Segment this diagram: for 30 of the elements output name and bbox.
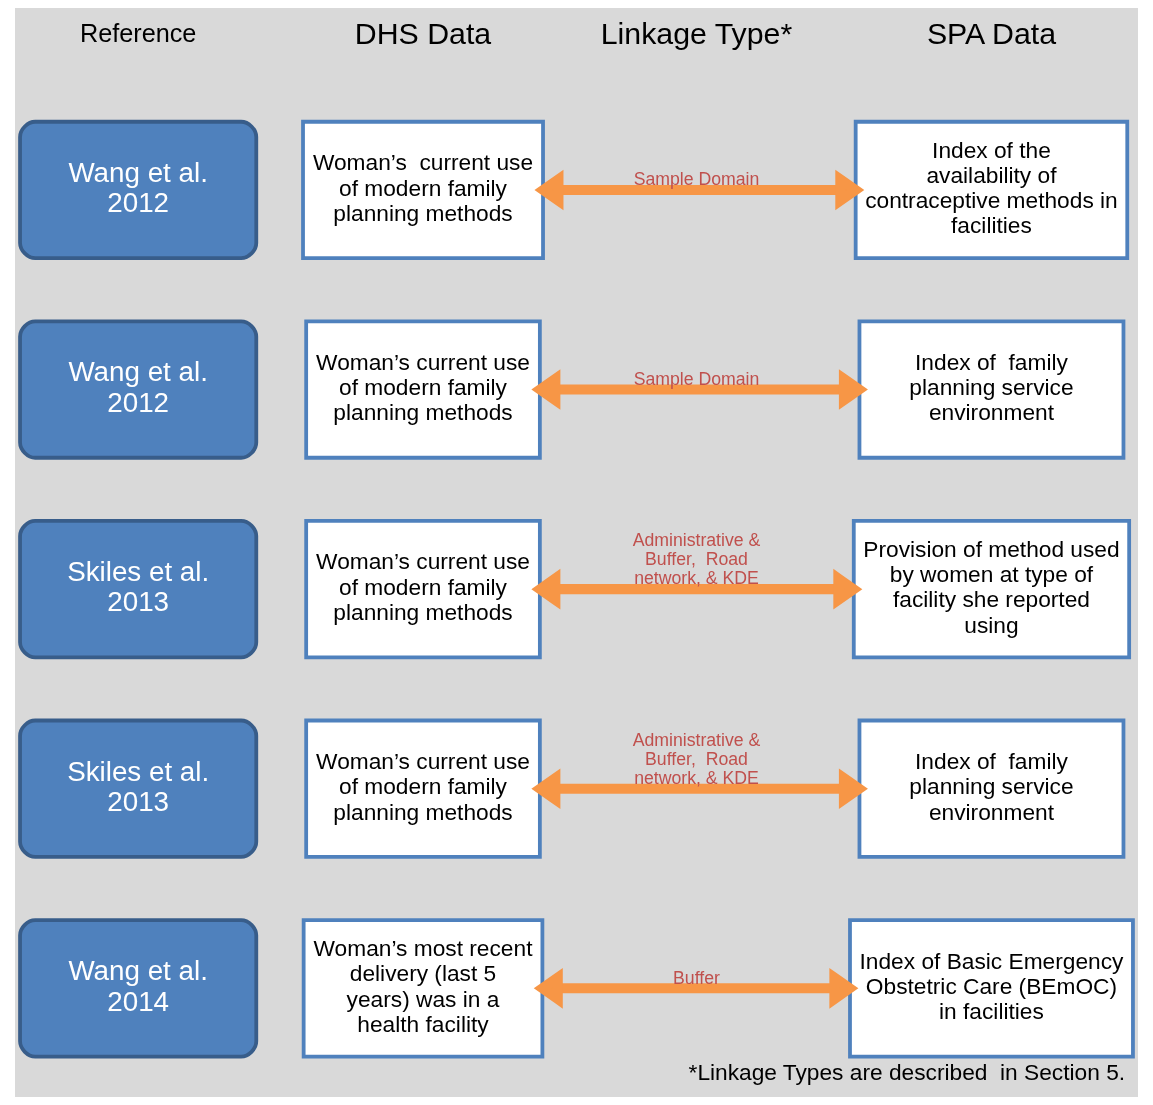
node-box: Index of Basic Emergency Obstetric Care (BEmOC) in facilities — [848, 918, 1135, 1059]
node-box: Index of the availability of contraceptive methods in facilities — [853, 119, 1130, 261]
node-box: Woman’s current use of modern family planning methods — [304, 319, 542, 460]
edge-label: Administrative & Buffer, Road network, & KDE — [632, 730, 761, 788]
arrow — [531, 568, 863, 610]
label: Linkage Type* — [600, 16, 793, 50]
node-box: Wang et al. 2012 — [18, 319, 259, 460]
edge-label: Administrative & Buffer, Road network, & KDE — [632, 530, 761, 589]
node-box: Index of family planning service environment — [857, 319, 1126, 460]
label: DHS Data — [354, 16, 492, 50]
node-box: Woman’s most recent delivery (last 5 years) was in a health facility — [301, 918, 545, 1059]
node-box: Woman’s current use of modern family planning methods — [304, 519, 542, 660]
edge-label: Buffer — [673, 967, 720, 988]
node-box: Wang et al. 2014 — [18, 918, 259, 1059]
node-box: Skiles et al. 2013 — [18, 718, 259, 859]
node-box: Woman’s current use of modern family planning methods — [301, 119, 545, 261]
caption: *Linkage Types are described in Section 5. — [688, 1058, 1126, 1085]
node-box: Woman’s current use of modern family planning methods — [304, 718, 542, 859]
arrow — [533, 968, 859, 1009]
label: Reference — [79, 19, 197, 48]
node-box: Wang et al. 2012 — [18, 119, 259, 261]
node-box: Skiles et al. 2013 — [18, 519, 259, 660]
node-box: Provision of method used by women at type of facility she reported using — [851, 519, 1132, 660]
arrow — [534, 169, 865, 211]
arrow — [531, 768, 868, 810]
edge-label: Sample Domain — [633, 368, 760, 389]
arrow — [531, 369, 868, 410]
edge-label: Sample Domain — [633, 169, 760, 190]
label: SPA Data — [926, 16, 1057, 50]
node-box: Index of family planning service environment — [857, 718, 1126, 859]
